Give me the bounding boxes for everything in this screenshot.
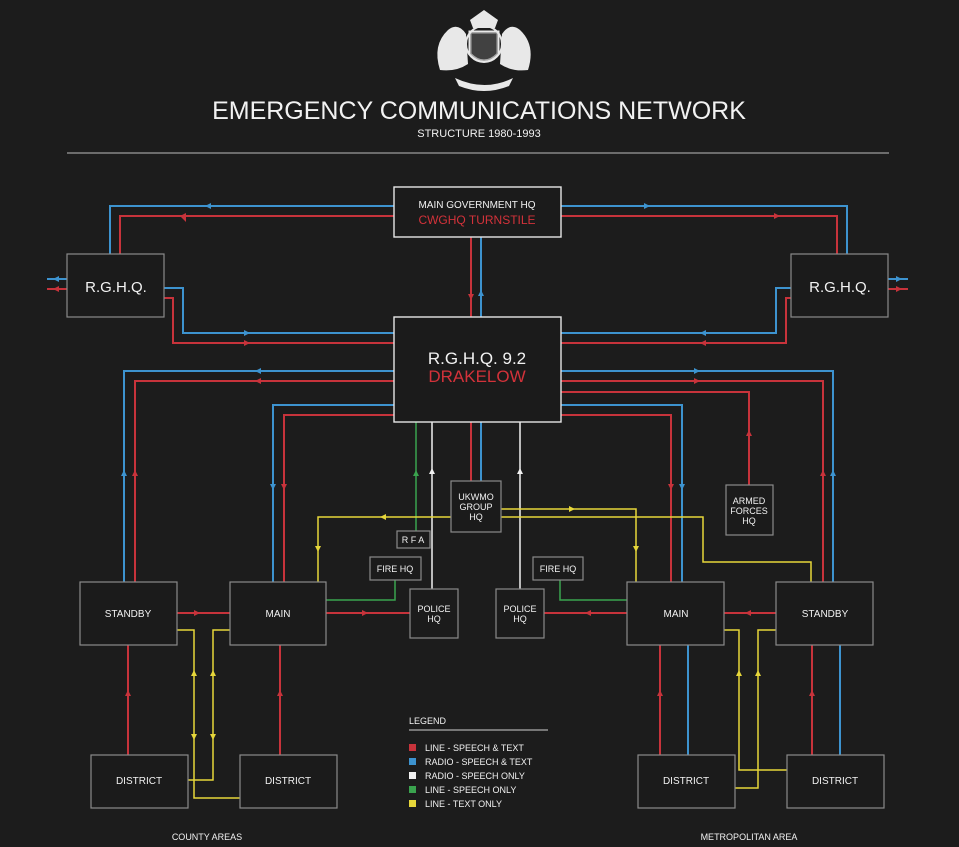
legend-item-label: LINE - TEXT ONLY — [425, 799, 502, 809]
node-label: MAIN GOVERNMENT HQ — [418, 200, 535, 211]
district-node[interactable]: DISTRICT — [786, 754, 885, 809]
district-node[interactable]: DISTRICT — [637, 754, 736, 809]
node-label: R.G.H.Q. — [85, 279, 147, 296]
royal-crest-icon — [437, 10, 531, 91]
node-label: STANDBY — [802, 609, 849, 620]
legend-swatch — [409, 800, 416, 807]
node-label: ARMED — [733, 496, 766, 506]
node-label: DISTRICT — [663, 776, 709, 787]
arrowheads — [53, 203, 902, 740]
rfa-node[interactable]: R F A — [396, 530, 431, 549]
legend: LEGEND LINE - SPEECH & TEXT RADIO - SPEEC… — [409, 716, 548, 809]
district-node[interactable]: DISTRICT — [90, 754, 189, 809]
standby-left-node[interactable]: STANDBY — [79, 581, 178, 646]
armed-forces-hq-node[interactable]: ARMED FORCES HQ — [725, 484, 774, 536]
node-label: HQ — [513, 614, 527, 624]
node-label: R.G.H.Q. 9.2 — [428, 349, 526, 368]
police-hq-left-node[interactable]: POLICE HQ — [409, 588, 459, 639]
page-title: EMERGENCY COMMUNICATIONS NETWORK — [212, 97, 746, 125]
legend-swatch — [409, 786, 416, 793]
legend-swatch — [409, 744, 416, 751]
node-label: POLICE — [417, 604, 450, 614]
main-left-node[interactable]: MAIN — [229, 581, 327, 646]
county-areas-label: COUNTY AREAS — [172, 832, 242, 842]
node-label: STANDBY — [105, 609, 152, 620]
fire-hq-left-node[interactable]: FIRE HQ — [369, 556, 422, 581]
legend-swatch — [409, 772, 416, 779]
node-label: HQ — [469, 512, 483, 522]
main-government-hq-node[interactable]: MAIN GOVERNMENT HQ CWGHQ TURNSTILE — [393, 186, 562, 238]
page-subtitle: STRUCTURE 1980-1993 — [417, 128, 541, 140]
node-label: FIRE HQ — [540, 564, 577, 574]
node-label: R.G.H.Q. — [809, 279, 871, 296]
legend-title: LEGEND — [409, 716, 447, 726]
standby-right-node[interactable]: STANDBY — [775, 581, 874, 646]
connections — [47, 205, 908, 799]
main-right-node[interactable]: MAIN — [626, 581, 725, 646]
legend-item-label: RADIO - SPEECH ONLY — [425, 771, 525, 781]
node-label: UKWMO — [458, 492, 494, 502]
node-label: R F A — [402, 535, 425, 545]
legend-swatch — [409, 758, 416, 765]
district-node[interactable]: DISTRICT — [239, 754, 338, 809]
rghq-left-node[interactable]: R.G.H.Q. — [66, 253, 165, 318]
node-sublabel: DRAKELOW — [428, 367, 525, 386]
node-sublabel: CWGHQ TURNSTILE — [418, 213, 535, 227]
node-label: MAIN — [664, 609, 689, 620]
node-label: GROUP — [459, 502, 492, 512]
metropolitan-area-label: METROPOLITAN AREA — [701, 832, 798, 842]
node-label: HQ — [427, 614, 441, 624]
node-label: FORCES — [730, 506, 768, 516]
node-label: DISTRICT — [116, 776, 162, 787]
ukwmo-group-hq-node[interactable]: UKWMO GROUP HQ — [450, 480, 502, 533]
rghq-right-node[interactable]: R.G.H.Q. — [790, 253, 889, 318]
legend-item-label: LINE - SPEECH & TEXT — [425, 743, 524, 753]
node-label: DISTRICT — [265, 776, 311, 787]
fire-hq-right-node[interactable]: FIRE HQ — [532, 556, 584, 581]
legend-item-label: LINE - SPEECH ONLY — [425, 785, 516, 795]
legend-item-label: RADIO - SPEECH & TEXT — [425, 757, 533, 767]
node-label: MAIN — [266, 609, 291, 620]
police-hq-right-node[interactable]: POLICE HQ — [495, 588, 545, 639]
node-label: DISTRICT — [812, 776, 858, 787]
node-label: FIRE HQ — [377, 564, 414, 574]
drakelow-node[interactable]: R.G.H.Q. 9.2 DRAKELOW — [393, 316, 562, 423]
node-label: HQ — [742, 516, 756, 526]
node-label: POLICE — [503, 604, 536, 614]
